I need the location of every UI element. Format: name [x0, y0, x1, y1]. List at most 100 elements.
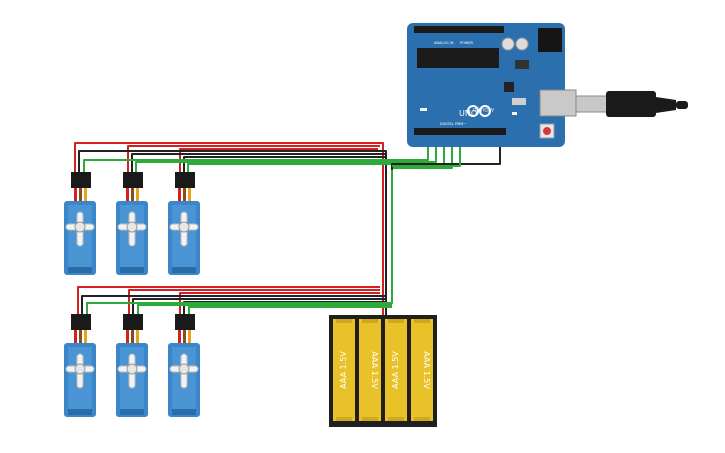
- wire-power-servo-3: [179, 148, 378, 173]
- servo-lead-power: [178, 188, 181, 202]
- servo-horn-hub: [74, 363, 86, 375]
- wire-power-servo-6: [179, 292, 380, 315]
- wire-ground-servo-3: [183, 156, 386, 173]
- wire-ground-servo-5: [132, 298, 386, 315]
- wire-power-bottom-row: [77, 286, 380, 315]
- cell-body: [385, 319, 407, 421]
- battery-cell-3: AAA 1.5V: [385, 319, 407, 421]
- led-on: [420, 108, 427, 111]
- cell-terminal: [336, 319, 352, 323]
- cell-terminal: [362, 417, 378, 421]
- wire-power-servo-2: [127, 145, 380, 173]
- servo-1[interactable]: [64, 172, 96, 275]
- board-model-label: UNO: [459, 109, 477, 118]
- servo-lead-ground: [183, 330, 186, 344]
- servo-5[interactable]: [116, 314, 148, 417]
- cell-terminal: [362, 319, 378, 323]
- servo-mount-tab: [120, 409, 144, 415]
- servo-lead-power: [178, 330, 181, 344]
- servo-4[interactable]: [64, 314, 96, 417]
- servo-lead-signal: [84, 330, 87, 344]
- wire-power-top-row: [74, 142, 384, 315]
- wire-arduino-signal-extra: [392, 140, 461, 167]
- usb-plug-body: [606, 91, 656, 117]
- capacitor-2: [515, 37, 529, 51]
- servo-mount-tab: [68, 267, 92, 273]
- usb-ic: [504, 82, 514, 92]
- cell-body: [411, 319, 433, 421]
- cell-label: AAA 1.5V: [422, 351, 431, 389]
- servo-lead-ground: [79, 330, 82, 344]
- cell-label: AAA 1.5V: [391, 351, 400, 389]
- servo-lead-power: [74, 330, 77, 344]
- cell-terminal: [414, 417, 430, 421]
- cell-terminal: [388, 417, 404, 421]
- servo-horn-hub: [126, 221, 138, 233]
- battery-cell-4: AAA 1.5V: [411, 319, 433, 421]
- power-label: POWER: [460, 41, 474, 45]
- servo-horn-hub: [178, 221, 190, 233]
- servo-2[interactable]: [116, 172, 148, 275]
- cell-terminal: [336, 417, 352, 421]
- servo-horn-hub: [126, 363, 138, 375]
- battery-cell-1: AAA 1.5V: [333, 319, 355, 421]
- servo-lead-signal: [136, 188, 139, 202]
- wire-signal-servo-5: [137, 304, 392, 315]
- cell-body: [333, 319, 355, 421]
- digital-header-bottom[interactable]: [414, 128, 506, 135]
- servo-horn-hub: [74, 221, 86, 233]
- servo-mount-tab: [68, 409, 92, 415]
- wire-ground-servo-2: [131, 153, 386, 173]
- board-brand-label: ARDUINO: [472, 106, 494, 112]
- servo-mount-tab: [172, 409, 196, 415]
- battery-cell-2: AAA 1.5V: [359, 319, 381, 421]
- arduino-logo-icon: [467, 105, 491, 117]
- usb-port: [539, 89, 577, 117]
- servo-lead-signal: [84, 188, 87, 202]
- servo-lead-ground: [131, 188, 134, 202]
- battery-pack[interactable]: AAA 1.5V AAA 1.5V AAA 1.5V AAA 1.5V: [329, 315, 437, 427]
- cell-label: AAA 1.5V: [339, 351, 348, 389]
- digital-header-top: [414, 26, 504, 33]
- crystal: [512, 98, 526, 105]
- servo-lead-signal: [188, 330, 191, 344]
- servo-3[interactable]: [168, 172, 200, 275]
- servo-connector: [175, 172, 195, 188]
- servo-6[interactable]: [168, 314, 200, 417]
- digital-label: DIGITAL PWM~: [440, 122, 466, 126]
- cell-body: [359, 319, 381, 421]
- servo-lead-power: [74, 188, 77, 202]
- servo-connector: [71, 172, 91, 188]
- capacitor-1: [501, 37, 515, 51]
- servo-lead-signal: [136, 330, 139, 344]
- servo-group: [64, 172, 200, 417]
- usb-plug-metal: [575, 95, 609, 113]
- reset-button-cap[interactable]: [543, 127, 551, 135]
- power-jack: [538, 28, 562, 52]
- servo-connector: [123, 172, 143, 188]
- cell-label: AAA 1.5V: [370, 351, 379, 389]
- analog-in-label: ANALOG IN: [434, 41, 454, 45]
- wire-signal-servo-6: [188, 306, 392, 315]
- wire-signal-servo-2: [135, 140, 437, 173]
- wire-ground-top-row: [78, 150, 387, 315]
- cell-terminal: [414, 319, 430, 323]
- wire-ground-bottom-row: [81, 295, 386, 315]
- servo-lead-ground: [131, 330, 134, 344]
- servo-connector: [71, 314, 91, 330]
- wire-signal-servo-3: [187, 140, 445, 173]
- servo-lead-signal: [188, 188, 191, 202]
- servo-mount-tab: [120, 267, 144, 273]
- usb-cable: [575, 91, 688, 117]
- servo-horn-hub: [178, 363, 190, 375]
- servo-connector: [175, 314, 195, 330]
- servo-lead-ground: [79, 188, 82, 202]
- arduino-uno-board[interactable]: UNO ARDUINO ANALOG IN POWER DIGITAL PWM~: [407, 23, 577, 147]
- wire-power-servo-5: [128, 289, 380, 315]
- wire-signal-servo-1: [83, 140, 429, 173]
- servo-lead-power: [126, 188, 129, 202]
- atmega-chip: [417, 48, 499, 68]
- led-l: [512, 112, 517, 115]
- servo-lead-power: [126, 330, 129, 344]
- wire-layer: [74, 140, 501, 315]
